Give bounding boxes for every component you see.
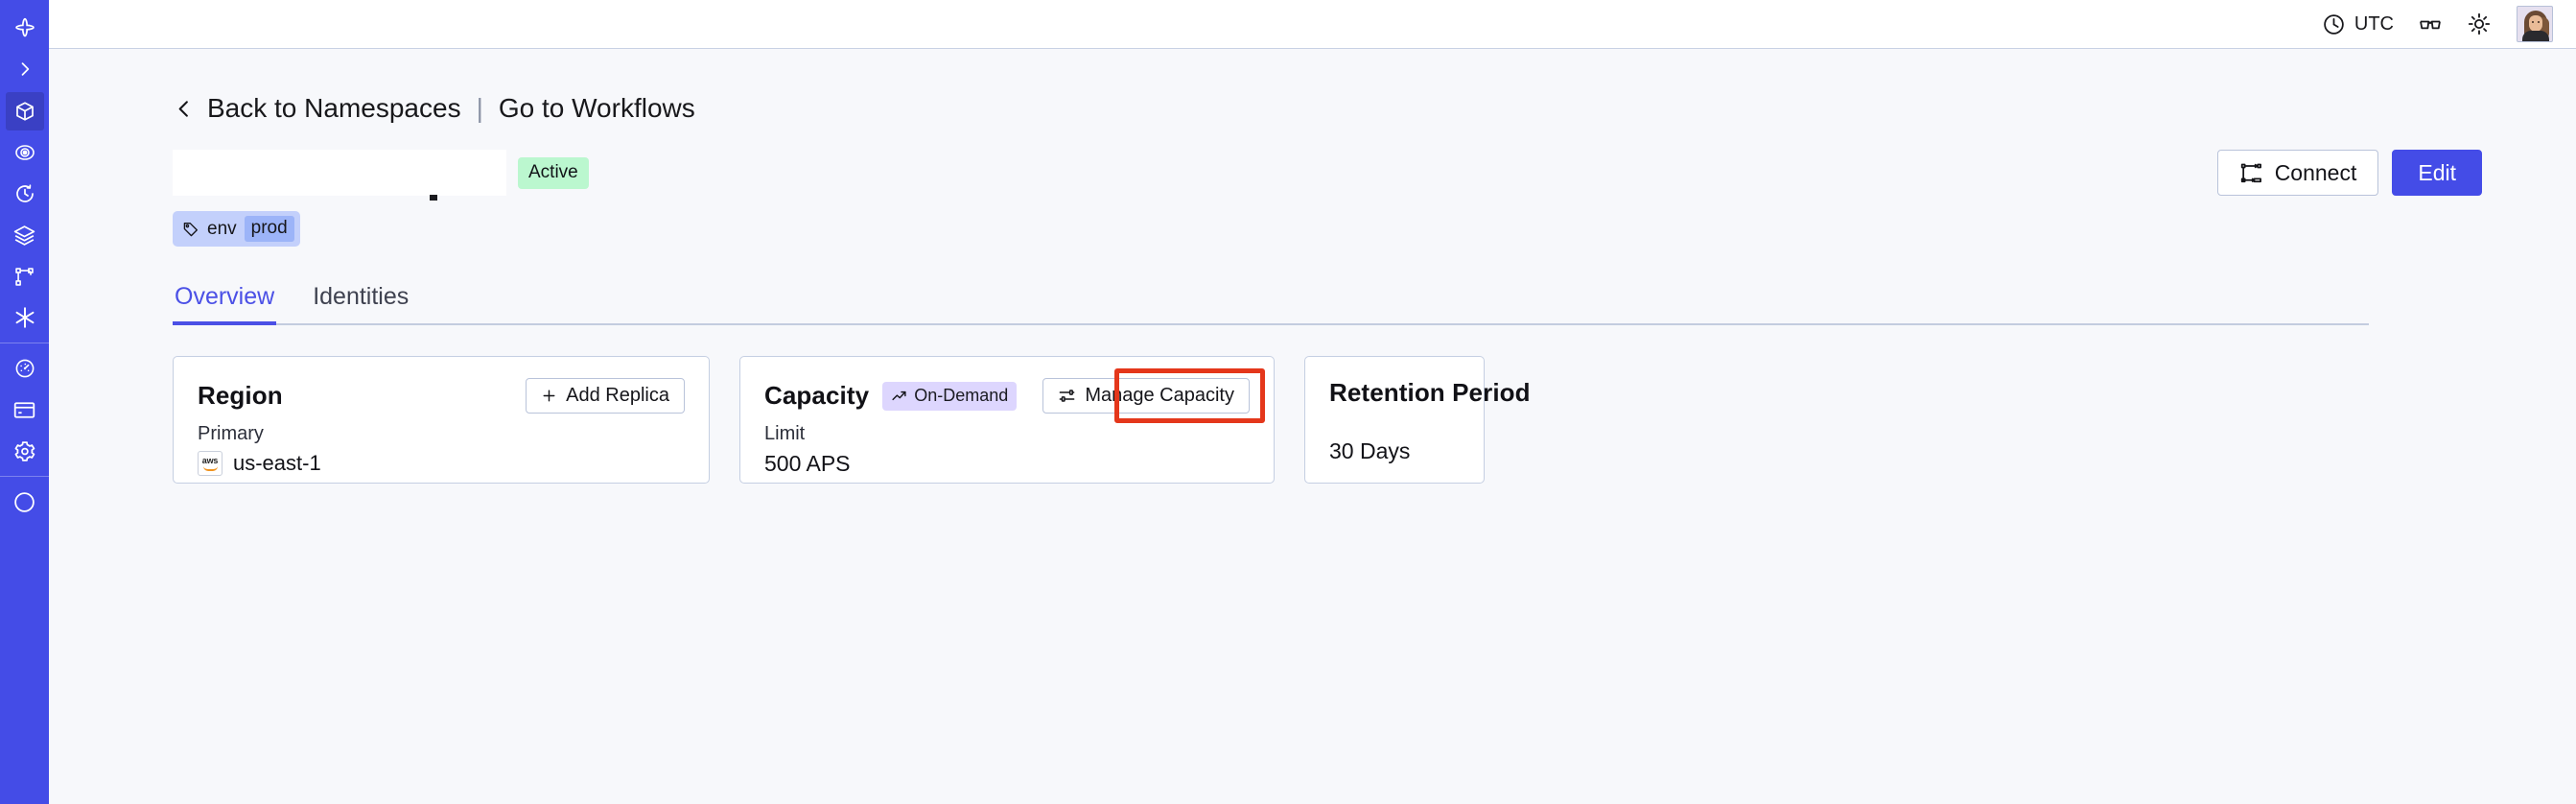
region-sub-label: Primary: [198, 423, 264, 444]
breadcrumb-separator: |: [476, 93, 483, 123]
sidebar-item-layers[interactable]: [6, 216, 44, 254]
sun-icon: [2467, 12, 2492, 36]
namespace-actions: Connect Edit: [2216, 150, 2482, 196]
connect-flow-icon: [2239, 161, 2263, 185]
sidebar-item-observability[interactable]: [6, 133, 44, 172]
top-bar: UTC: [49, 0, 2576, 49]
capacity-sub-label: Limit: [764, 423, 806, 444]
go-to-workflows-link[interactable]: Go to Workflows: [498, 93, 695, 123]
capacity-value: 500 APS: [764, 451, 851, 476]
sidebar-item-namespaces[interactable]: [5, 92, 44, 130]
sidebar-divider-2: [0, 476, 49, 477]
back-to-namespaces-link[interactable]: Back to Namespaces: [207, 93, 461, 123]
card-retention-period: Retention Period 30 Days: [1304, 356, 1531, 484]
capacity-card-title: Capacity: [764, 381, 870, 410]
edit-button[interactable]: Edit: [2392, 150, 2482, 196]
sliders-icon: [1058, 387, 1076, 405]
namespace-tags: env prod: [173, 211, 2482, 247]
theme-toggle[interactable]: [2455, 8, 2503, 40]
timezone-label: UTC: [2354, 13, 2394, 35]
temporal-logo-icon[interactable]: [6, 8, 44, 50]
breadcrumb: Back to Namespaces | Go to Workflows: [173, 93, 2482, 124]
chevron-right-icon[interactable]: [6, 50, 44, 88]
plus-icon: [541, 388, 557, 404]
add-replica-label: Add Replica: [566, 385, 669, 406]
retention-card-title: Retention Period: [1329, 378, 1531, 407]
sidebar-item-billing[interactable]: [6, 390, 44, 429]
tag-key: env: [207, 218, 237, 239]
namespace-title-row: Active: [173, 147, 2482, 201]
aws-logo-icon: aws: [198, 451, 222, 476]
sidebar-item-settings[interactable]: [6, 432, 44, 470]
readonly-toggle[interactable]: [2405, 8, 2455, 40]
trend-up-icon: [891, 388, 907, 404]
timezone-button[interactable]: UTC: [2310, 8, 2405, 40]
region-value: us-east-1: [233, 451, 321, 475]
connect-label: Connect: [2274, 159, 2357, 185]
region-value-row: aws us-east-1: [198, 451, 685, 476]
tag-icon: [182, 221, 199, 238]
tag-chip-env[interactable]: env prod: [173, 211, 300, 247]
manage-capacity-label: Manage Capacity: [1085, 385, 1234, 406]
chevron-left-icon[interactable]: [173, 98, 195, 120]
on-demand-badge: On-Demand: [882, 381, 1018, 411]
page-content: Back to Namespaces | Go to Workflows Act…: [49, 49, 2576, 804]
card-region: Region Add Replica: [173, 356, 710, 484]
glasses-icon: [2417, 11, 2444, 37]
main-area: UTC: [49, 0, 2576, 804]
sidebar-item-history[interactable]: [6, 175, 44, 213]
sidebar: [0, 0, 49, 804]
add-replica-button[interactable]: Add Replica: [526, 378, 685, 414]
tab-bar: Overview Identities: [173, 283, 2369, 325]
connect-button[interactable]: Connect: [2216, 150, 2379, 196]
manage-capacity-button[interactable]: Manage Capacity: [1042, 378, 1250, 414]
card-capacity: Capacity On-Demand: [739, 356, 1275, 484]
avatar[interactable]: [2517, 6, 2553, 42]
sidebar-item-workflows[interactable]: [6, 257, 44, 296]
overview-cards: Region Add Replica: [173, 356, 2482, 484]
tag-value: prod: [244, 216, 294, 242]
retention-value: 30 Days: [1329, 438, 1411, 463]
tab-overview[interactable]: Overview: [173, 283, 295, 325]
status-badge: Active: [518, 156, 589, 189]
on-demand-label: On-Demand: [914, 385, 1009, 405]
sidebar-item-usage[interactable]: [6, 349, 44, 388]
page-title: [173, 150, 506, 201]
tab-identities[interactable]: Identities: [313, 283, 410, 310]
sidebar-item-nexus[interactable]: [6, 298, 44, 337]
sidebar-item-help[interactable]: [6, 483, 44, 521]
region-card-title: Region: [198, 381, 283, 410]
clock-icon: [2322, 12, 2346, 36]
